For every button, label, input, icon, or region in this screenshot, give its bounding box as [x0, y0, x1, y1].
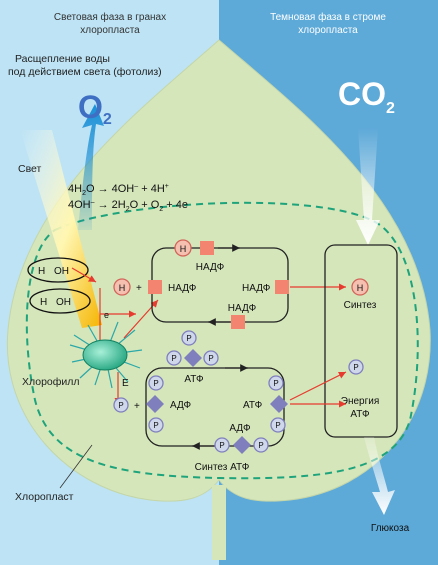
co2-label: CO2 — [338, 76, 395, 117]
water-molecule-oval-2 — [29, 288, 91, 314]
energy-atp-label-line1: Энергия — [341, 396, 379, 407]
water-h-label-2: H — [40, 297, 47, 308]
chlorophyll-molecule — [82, 339, 128, 371]
nadp-square — [275, 280, 289, 294]
atp-label-top: АТФ — [184, 374, 204, 385]
calvin-cycle-box — [324, 244, 398, 438]
synthesis-label: Синтез — [344, 300, 377, 311]
nadp-label-left: НАДФ — [168, 283, 197, 294]
light-beam — [20, 130, 102, 328]
atp-diamond — [184, 349, 202, 367]
hydrogen-label: H — [180, 244, 187, 254]
water-h-label-1: H — [38, 266, 45, 277]
hydrogen-label: H — [357, 283, 364, 293]
o2-label: O2 — [78, 89, 112, 128]
light-label: Свет — [18, 163, 42, 175]
water-oh-label-1: OH — [54, 266, 69, 277]
equation-2: 4OH– → 2H2O + O2 + 4e — [68, 199, 188, 213]
adp-label-left: АДФ — [170, 400, 192, 411]
phosphate-circle — [181, 330, 197, 346]
o2-release-arrow — [78, 104, 104, 230]
phosphate-circle — [268, 375, 284, 391]
atp-synthesis-label: Синтез АТФ — [195, 462, 250, 473]
phosphate-circle — [166, 350, 182, 366]
phosphate-circle — [348, 359, 364, 375]
photolysis-label-line1: Расщепление воды — [15, 53, 110, 65]
phosphate-label: P — [219, 441, 224, 450]
energy-e-label: E — [122, 378, 129, 389]
chloroplast-pointer-line — [59, 444, 93, 489]
adp-diamond — [233, 436, 251, 454]
nadph-label-top: НАДФ — [196, 262, 225, 273]
light-phase-title-line2: хлоропласта — [80, 25, 140, 36]
phosphate-label: P — [275, 421, 280, 430]
co2-intake-arrow — [356, 128, 380, 245]
nadph-label-right: НАДФ — [242, 283, 271, 294]
photolysis-label-line2: под действием света (фотолиз) — [8, 66, 162, 78]
phosphate-circle — [214, 437, 230, 453]
atp-diamond — [270, 395, 288, 413]
phosphate-circle — [253, 437, 269, 453]
atp-to-phosphate-arrow — [289, 371, 347, 401]
phosphate-label: P — [118, 401, 123, 410]
light-phase-title-line1: Световая фаза в гранах — [54, 11, 166, 23]
atp-label-right: АТФ — [243, 400, 263, 411]
nadp-square — [200, 241, 214, 255]
water-molecule-oval-1 — [27, 257, 89, 283]
phosphate-label: P — [153, 379, 158, 388]
hydrogen-label: H — [119, 283, 126, 293]
electron-label: e — [104, 310, 109, 320]
h-transfer-arrow — [71, 267, 97, 283]
phosphate-label: P — [208, 354, 213, 363]
equation-1: 4H2O → 4OH– + 4H+ — [68, 183, 169, 197]
glucose-output-arrow — [364, 437, 395, 515]
dark-phase-title-line1: Темновая фаза в строме — [270, 11, 386, 23]
phosphate-label: P — [186, 334, 191, 343]
hydrogen-atom — [113, 278, 131, 296]
phosphate-label: P — [153, 421, 158, 430]
nadp-square — [148, 280, 162, 294]
plus-sign: + — [134, 401, 140, 412]
phosphate-circle — [270, 417, 286, 433]
leaf-stem — [212, 485, 226, 560]
chlorophyll-label: Хлорофилл — [22, 376, 80, 388]
phosphate-label: P — [353, 363, 358, 372]
phosphate-circle — [203, 350, 219, 366]
phosphate-label: P — [273, 379, 278, 388]
phosphate-circle — [113, 397, 129, 413]
chloroplast-label: Хлоропласт — [15, 491, 74, 503]
phosphate-label: P — [258, 441, 263, 450]
adp-label-bottom: АДФ — [229, 423, 251, 434]
hydrogen-atom — [174, 239, 192, 257]
nadp-label-bottom: НАДФ — [228, 303, 257, 314]
hydrogen-atom — [351, 278, 369, 296]
plus-sign: + — [136, 283, 142, 294]
phosphate-label: P — [171, 354, 176, 363]
water-oh-label-2: OH — [56, 297, 71, 308]
glucose-label: Глюкоза — [371, 523, 410, 534]
phosphate-circle — [148, 375, 164, 391]
adp-diamond — [146, 395, 164, 413]
nadp-square — [231, 315, 245, 329]
phosphate-circle — [148, 417, 164, 433]
energy-atp-label-line2: АТФ — [350, 409, 370, 420]
dark-phase-title-line2: хлоропласта — [298, 25, 358, 36]
